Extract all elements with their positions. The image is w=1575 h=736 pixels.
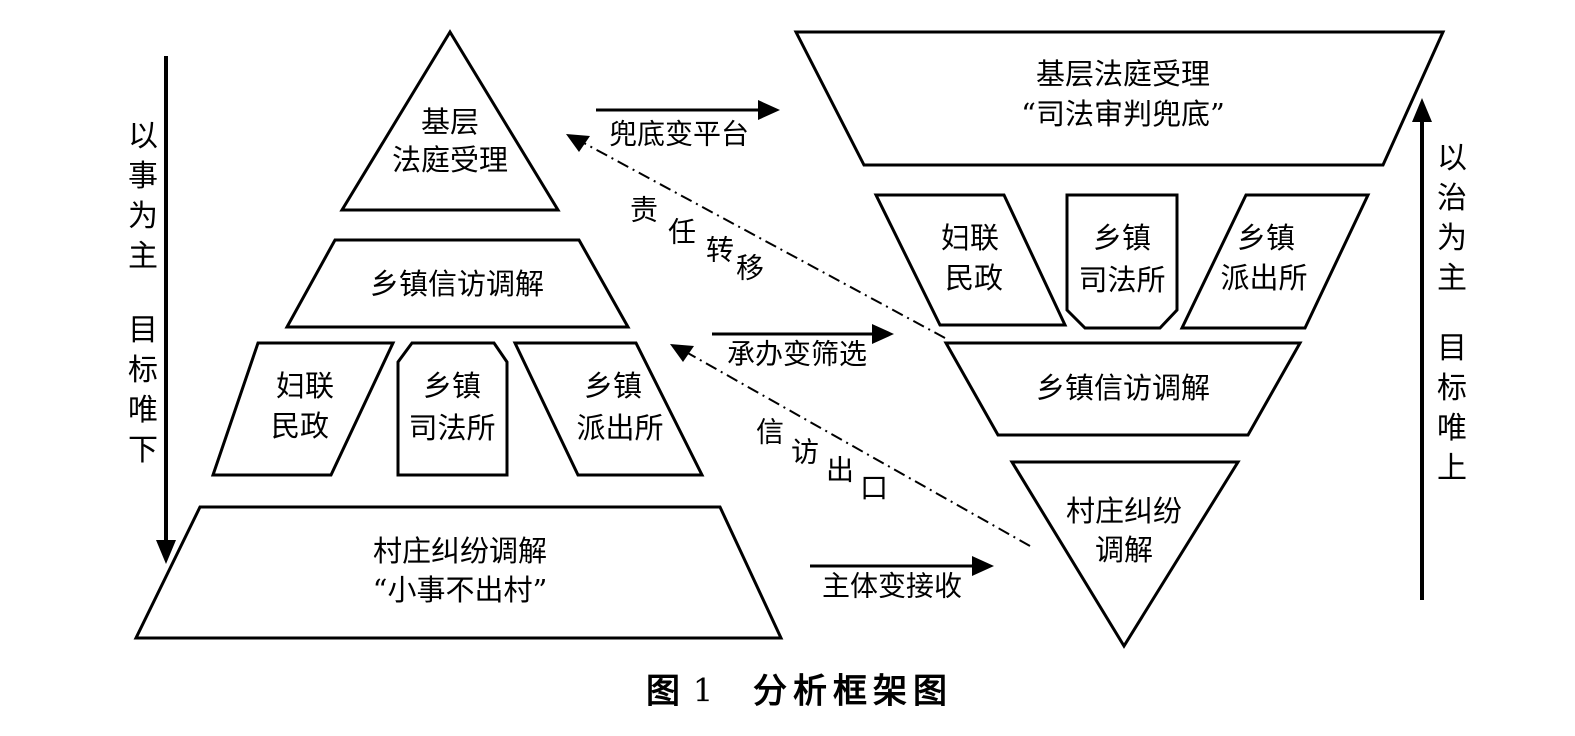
left-upper-trapezoid (284, 238, 631, 329)
responsibility-char-4: 移 (736, 252, 764, 285)
left-side-char-4: 主 (128, 239, 158, 274)
left-upper-trapezoid-label: 乡镇信访调解 (370, 267, 544, 301)
caption-number: 1 (693, 672, 713, 710)
left-side-char-6: 标 (128, 353, 158, 388)
right-side-char-2: 治 (1437, 181, 1467, 216)
petition-char-2: 访 (791, 436, 819, 469)
right-side-char-6: 标 (1437, 371, 1467, 406)
right-side-char-4: 主 (1437, 261, 1467, 296)
left-box-women-federation (210, 341, 396, 477)
right-top-trapezoid (793, 30, 1446, 167)
left-base-trapezoid (133, 505, 784, 640)
left-side-char-2: 事 (128, 159, 158, 194)
bottom-transform-label: 主体变接收 (822, 570, 962, 603)
petition-outlet-line: 信 访 出 口 (670, 344, 1031, 547)
left-side-char-5: 目 (128, 313, 158, 348)
left-box-women-federation-line1: 妇联 (276, 369, 334, 403)
right-side-char-3: 为 (1437, 221, 1467, 256)
right-bottom-label-line1: 村庄纠纷 (1066, 494, 1182, 528)
right-top-label-line2: “司法审判兜底” (1021, 97, 1225, 131)
left-base-label-line1: 村庄纠纷调解 (373, 534, 547, 568)
right-bottom-triangle (1009, 460, 1241, 649)
mid-transform-arrow: 承办变筛选 (712, 324, 894, 371)
right-side-char-7: 唯 (1437, 411, 1467, 446)
left-top-triangle (339, 29, 561, 212)
right-box-police-station-line1: 乡镇 (1237, 221, 1295, 255)
left-box-police-station-line1: 乡镇 (584, 369, 642, 403)
left-pyramid: 基层 法庭受理 乡镇信访调解 妇联 民政 乡镇 司法所 乡镇 派出所 村庄纠纷调… (133, 29, 784, 640)
left-box-police-station-line2: 派出所 (576, 411, 663, 445)
right-side-char-5: 目 (1437, 331, 1467, 366)
left-top-label-line2: 法庭受理 (392, 143, 508, 177)
left-downward-arrow (156, 56, 176, 564)
right-box-women-federation-line2: 民政 (945, 261, 1003, 295)
right-box-judicial-office-line2: 司法所 (1078, 263, 1165, 297)
left-side-char-3: 为 (128, 199, 158, 234)
responsibility-char-1: 责 (630, 194, 658, 227)
left-box-judicial-office (396, 341, 509, 477)
right-pyramid: 基层法庭受理 “司法审判兜底” 妇联 民政 乡镇 司法所 乡镇 派出所 乡镇信访… (793, 30, 1446, 649)
right-lower-trapezoid (943, 341, 1303, 437)
right-side-label: 以 治 为 主 目 标 唯 上 (1437, 141, 1467, 486)
left-top-label-line1: 基层 (421, 105, 479, 139)
mid-transform-label: 承办变筛选 (727, 338, 867, 371)
right-lower-trapezoid-label: 乡镇信访调解 (1036, 371, 1210, 405)
figure-caption: 图 1 分析框架图 (646, 672, 953, 712)
right-side-char-1: 以 (1437, 141, 1467, 176)
bottom-transform-arrow: 主体变接收 (810, 556, 994, 603)
right-box-police-station-line2: 派出所 (1220, 261, 1307, 295)
right-box-judicial-office (1065, 193, 1179, 330)
top-transform-arrow: 兜底变平台 (596, 100, 780, 151)
left-side-char-8: 下 (128, 433, 158, 468)
left-box-women-federation-line2: 民政 (271, 409, 329, 443)
right-side-char-8: 上 (1437, 451, 1467, 486)
petition-char-4: 口 (860, 472, 888, 505)
top-transform-label: 兜底变平台 (609, 118, 749, 151)
right-upward-arrow (1412, 98, 1432, 600)
caption-fig-label: 图 (646, 672, 680, 712)
right-bottom-label-line2: 调解 (1095, 533, 1153, 567)
right-box-police-station (1179, 193, 1371, 330)
right-box-judicial-office-line1: 乡镇 (1093, 221, 1151, 255)
responsibility-char-2: 任 (668, 216, 696, 249)
petition-char-1: 信 (756, 416, 784, 449)
left-box-judicial-office-line2: 司法所 (408, 411, 495, 445)
right-box-women-federation-line1: 妇联 (941, 221, 999, 255)
responsibility-char-3: 转 (706, 234, 734, 267)
left-side-char-1: 以 (128, 119, 158, 154)
right-box-women-federation (873, 193, 1068, 327)
petition-char-3: 出 (826, 454, 854, 487)
responsibility-transfer-line: 责 任 转 移 (566, 134, 946, 339)
right-top-label-line1: 基层法庭受理 (1036, 57, 1210, 91)
left-base-label-line2: “小事不出村” (373, 573, 548, 607)
caption-title: 分析框架图 (753, 672, 953, 712)
left-side-label: 以 事 为 主 目 标 唯 下 (128, 119, 158, 468)
left-side-char-7: 唯 (128, 393, 158, 428)
left-box-police-station (512, 341, 705, 477)
left-box-judicial-office-line1: 乡镇 (423, 369, 481, 403)
